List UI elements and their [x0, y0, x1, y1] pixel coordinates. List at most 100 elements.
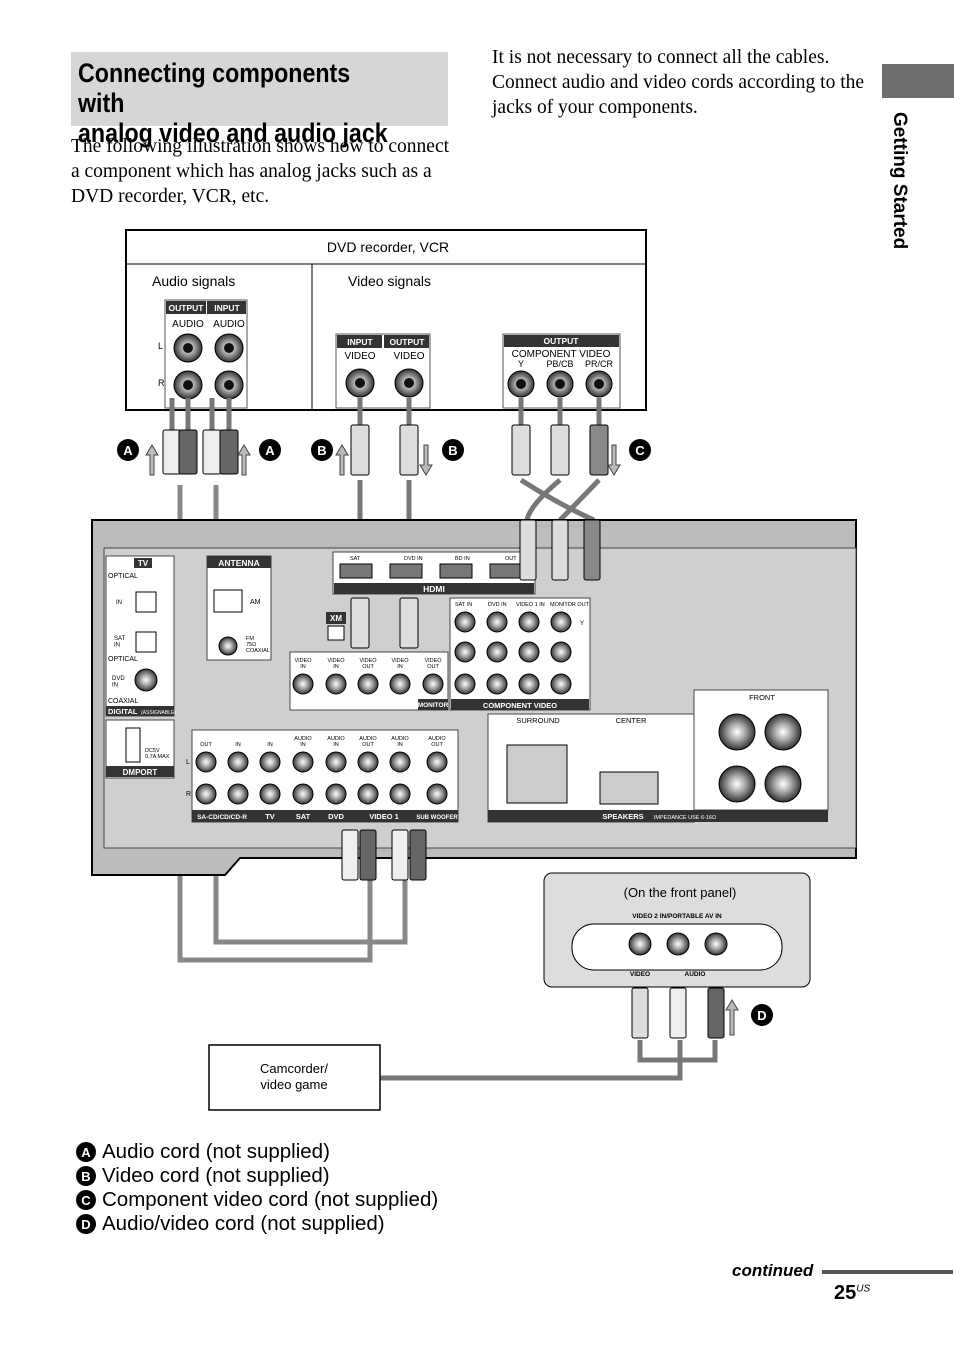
sa-cd-label: SA-CD/CD/CD-R — [197, 814, 247, 821]
component-video-label: COMPONENT VIDEO — [483, 701, 557, 710]
page-heading: Connecting components with analog video … — [78, 58, 388, 148]
component-video-label: COMPONENT VIDEO — [512, 349, 611, 360]
intro-paragraph: The following illustration shows how to … — [71, 136, 450, 207]
component-jack — [454, 611, 572, 695]
in-label: IN — [116, 600, 122, 606]
page-suffix: US — [856, 1283, 871, 1295]
front-audio-label: AUDIO — [685, 971, 706, 978]
surround-label: SURROUND — [516, 716, 560, 725]
optical-label: OPTICAL — [108, 656, 138, 663]
direction-arrow — [145, 444, 739, 1036]
section-label: Getting Started — [889, 112, 910, 250]
continued-label: continued — [732, 1261, 814, 1280]
tv-label: TV — [138, 559, 149, 568]
badge-b: B — [76, 1166, 96, 1186]
xm-label: XM — [330, 614, 342, 623]
badge-d: D — [76, 1214, 96, 1234]
audio-label: AUDIO — [213, 319, 245, 330]
legend-item: C Component video cord (not supplied) — [76, 1188, 438, 1212]
center-label: CENTER — [616, 716, 647, 725]
audio-signals-label: Audio signals — [152, 273, 235, 289]
legend-text: Component video cord (not supplied) — [102, 1188, 439, 1211]
impedance-label: IMPEDANCE USE 6-16Ω — [654, 815, 716, 821]
badge-d: D — [751, 1004, 773, 1026]
left-label: L — [158, 341, 163, 351]
badge-b: B — [311, 439, 333, 461]
y-label: Y — [518, 359, 524, 369]
right-label: R — [158, 378, 165, 388]
digital-label: DIGITAL — [108, 707, 138, 716]
heading-box — [71, 52, 448, 126]
section-tab — [882, 64, 954, 98]
rca-plug — [341, 519, 601, 881]
cord-badges: A A B B C D — [117, 439, 773, 1026]
page-number-value: 25 — [834, 1282, 857, 1304]
badge-a: A — [117, 439, 139, 461]
legend-item: B Video cord (not supplied) — [76, 1164, 438, 1188]
monitor-label: MONITOR — [418, 702, 449, 709]
rca-plug — [162, 424, 609, 476]
cable-plugs — [145, 424, 739, 1036]
svg-text:B: B — [448, 443, 457, 458]
front-panel: (On the front panel) VIDEO 2 IN/PORTABLE… — [543, 872, 811, 988]
svg-text:D: D — [757, 1008, 766, 1023]
badge-c: C — [76, 1190, 96, 1210]
hdmi-out-label: OUT — [505, 556, 517, 562]
svg-text:C: C — [635, 443, 645, 458]
y-label: Y — [580, 621, 584, 627]
coaxial-label: COAXIAL — [108, 698, 138, 705]
rca-plug — [631, 987, 725, 1039]
note-paragraph: It is not necessary to connect all the c… — [492, 47, 865, 118]
xm-section: XM — [326, 612, 346, 641]
video-signals-label: Video signals — [348, 273, 431, 289]
svg-text:B: B — [317, 443, 326, 458]
in-label: IN — [235, 742, 241, 748]
sat-label: SAT — [296, 812, 311, 821]
source-device-label: DVD recorder, VCR — [327, 239, 449, 255]
hdmi-dvd-label: DVD IN — [404, 556, 423, 562]
legend-item: A Audio cord (not supplied) — [76, 1140, 438, 1164]
audio-label: AUDIO — [172, 319, 204, 330]
continued-bar — [822, 1270, 953, 1274]
legend-text: Audio/video cord (not supplied) — [102, 1212, 385, 1235]
badge-c: C — [629, 439, 651, 461]
speaker-terminal — [718, 713, 802, 803]
comp-sat-label: SAT IN — [455, 602, 472, 608]
audio-jack — [173, 333, 244, 400]
front-panel-label: (On the front panel) — [624, 885, 737, 900]
comp-video1-label: VIDEO 1 IN — [516, 602, 545, 608]
badge-a: A — [76, 1142, 96, 1162]
legend-text: Video cord (not supplied) — [102, 1164, 330, 1187]
component-jack — [507, 370, 613, 398]
legend-text: Audio cord (not supplied) — [102, 1140, 330, 1163]
hdmi-sat-label: SAT — [350, 556, 361, 562]
sub-woofer-label: SUB WOOFER — [416, 815, 458, 821]
video1-label: VIDEO 1 — [369, 812, 399, 821]
svg-text:A: A — [265, 443, 275, 458]
out-label: OUT — [200, 742, 212, 748]
dvd-label: DVD — [328, 812, 344, 821]
badge-a: A — [259, 439, 281, 461]
video-label: VIDEO — [344, 351, 375, 362]
cord-legend: A Audio cord (not supplied) B Video cord (… — [76, 1140, 438, 1236]
svg-text:A: A — [123, 443, 133, 458]
in-label: IN — [267, 742, 273, 748]
front-label: FRONT — [749, 693, 775, 702]
front-panel-jacks-label: VIDEO 2 IN/PORTABLE AV IN — [632, 913, 722, 920]
output-label: OUTPUT — [544, 336, 580, 346]
speakers-label: SPEAKERS — [602, 812, 643, 821]
dmport-label: DMPORT — [123, 768, 158, 777]
input-label: INPUT — [347, 337, 373, 347]
